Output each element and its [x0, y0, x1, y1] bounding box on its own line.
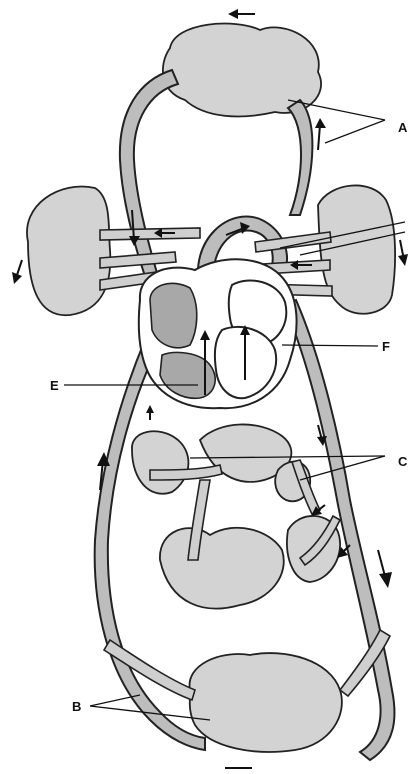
- arrow-icon: [228, 9, 238, 19]
- label-e: E: [50, 378, 59, 393]
- arrow-icon: [398, 254, 408, 266]
- heart: [139, 259, 297, 408]
- label-c: C: [398, 454, 408, 469]
- label-b: B: [72, 699, 81, 714]
- left-lung-capillary-bed: [27, 187, 110, 316]
- label-a: A: [398, 120, 408, 135]
- arrow-icon: [315, 118, 326, 128]
- arrow-icon: [146, 405, 154, 413]
- digestive-capillary-bed: [132, 424, 340, 608]
- label-f: F: [382, 339, 390, 354]
- lower-body-capillary-bed: [190, 653, 342, 752]
- arrow-icon: [379, 572, 392, 588]
